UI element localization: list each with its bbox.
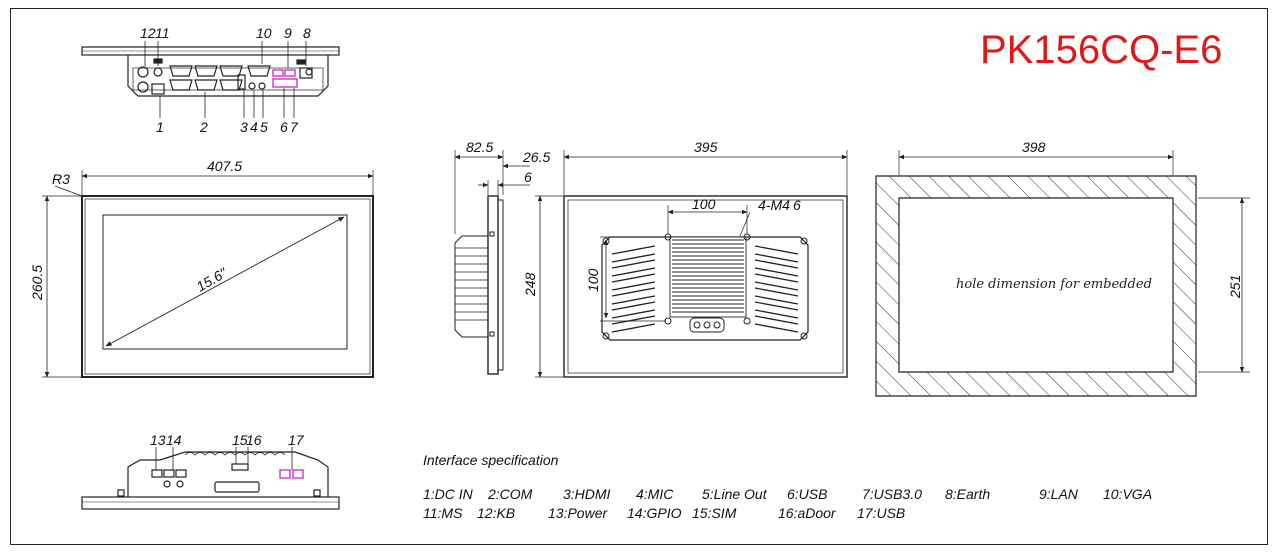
top-view-labels: 12 11 10 9 8 1 2 3 4 5 6 7 [140, 25, 311, 135]
rear-view [535, 150, 848, 378]
top-label: 10 [256, 25, 272, 41]
spec-item: 6:USB [787, 486, 828, 502]
vesa-vertical-dim: 100 [585, 268, 601, 292]
spec-item: 5:Line Out [702, 486, 767, 502]
top-label: 6 [280, 119, 288, 135]
bottom-label: 16 [246, 432, 262, 448]
screen-diagonal: 15.6" [194, 264, 231, 294]
front-width-dim: 407.5 [207, 158, 242, 174]
top-label: 1 [156, 119, 164, 135]
bottom-label: 15 [232, 432, 248, 448]
corner-radius-dim: R3 [52, 171, 70, 187]
spec-item: 11:MS [423, 505, 463, 521]
top-label: 5 [260, 119, 268, 135]
front-height-dim: 260.5 [29, 265, 45, 301]
drawing-frame [10, 8, 1268, 545]
cutout-width-dim: 398 [1022, 139, 1046, 155]
spec-item: 1:DC IN [423, 486, 473, 502]
spec-item: 4:MIC [636, 486, 674, 502]
spec-item: 14:GPIO [627, 505, 682, 521]
top-label: 12 [140, 25, 156, 41]
top-label: 2 [199, 119, 208, 135]
spec-item: 15:SIM [692, 505, 737, 521]
cutout-view [875, 150, 1250, 397]
spec-item: 7:USB3.0 [862, 486, 922, 502]
spec-item: 10:VGA [1103, 486, 1153, 502]
top-view [81, 41, 340, 118]
spec-item: 8:Earth [945, 486, 991, 502]
vesa-screw-dim: 4-M4 [758, 197, 790, 213]
vesa-screw-depth-dim: 6 [793, 197, 801, 213]
rear-width-dim: 395 [694, 139, 718, 155]
spec-item: 2:COM [488, 486, 533, 502]
top-label: 4 [250, 119, 258, 135]
bottom-view [81, 447, 340, 510]
side-thickness-dim: 6 [524, 169, 532, 185]
top-label: 9 [284, 25, 292, 41]
model-title: PK156CQ-E6 [980, 28, 1223, 72]
bottom-label: 13 [150, 432, 166, 448]
top-label: 8 [303, 25, 311, 41]
side-bezel-dim: 26.5 [522, 149, 550, 165]
cutout-note: hole dimension for embedded [956, 277, 1152, 292]
bottom-label: 17 [288, 432, 305, 448]
side-depth-dim: 82.5 [466, 139, 493, 155]
rear-height-dim: 248 [522, 272, 538, 297]
spec-item: 17:USB [857, 505, 906, 521]
top-label: 7 [290, 119, 299, 135]
bottom-view-labels: 13 14 15 16 17 [150, 432, 305, 448]
cutout-height-dim: 251 [1227, 275, 1243, 299]
spec-item: 16:aDoor [778, 505, 836, 521]
bottom-label: 14 [166, 432, 182, 448]
top-label: 11 [155, 25, 170, 41]
spec-item: 9:LAN [1039, 486, 1078, 502]
spec-item: 13:Power [548, 505, 608, 521]
vesa-horizontal-dim: 100 [692, 196, 716, 212]
com-port-group [169, 65, 271, 91]
spec-item: 12:KB [477, 505, 516, 521]
front-view [42, 170, 374, 378]
spec-item: 3:HDMI [563, 486, 611, 502]
top-label: 3 [240, 119, 248, 135]
spec-title: Interface specification [423, 452, 559, 468]
side-view [454, 150, 530, 375]
